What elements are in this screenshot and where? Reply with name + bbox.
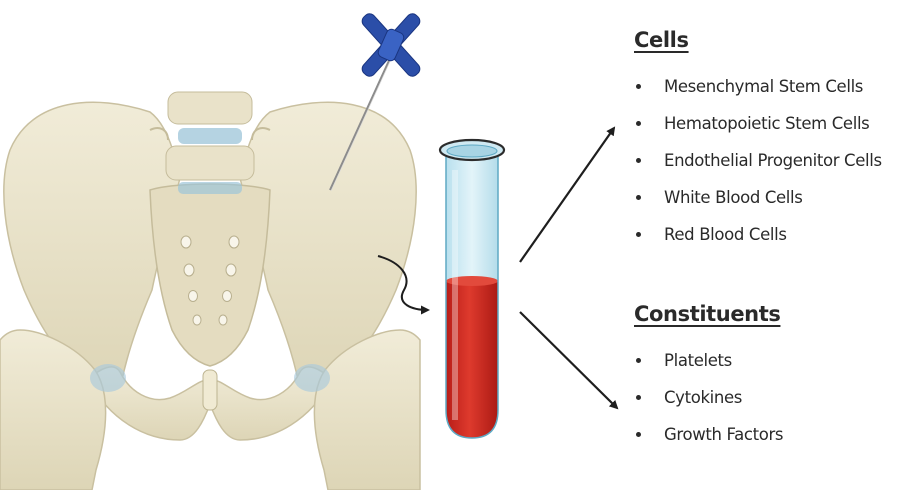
list-item: Red Blood Cells (634, 216, 909, 253)
list-item: White Blood Cells (634, 179, 909, 216)
constituents-list: Platelets Cytokines Growth Factors (634, 342, 909, 453)
list-item: Endothelial Progenitor Cells (634, 142, 909, 179)
test-tube (440, 140, 504, 442)
list-item: Hematopoietic Stem Cells (634, 105, 909, 142)
pelvis-illustration (0, 92, 420, 490)
list-item: Growth Factors (634, 416, 909, 453)
list-item: Cytokines (634, 379, 909, 416)
constituents-heading: Constituents (634, 302, 780, 326)
cells-list: Mesenchymal Stem Cells Hematopoietic Ste… (634, 68, 909, 253)
list-item: Platelets (634, 342, 909, 379)
pubic-symphysis (203, 370, 217, 410)
sacrum (150, 184, 270, 366)
needle-handle (360, 11, 423, 78)
arrow-to-constituents (520, 312, 617, 408)
cells-panel: Cells Mesenchymal Stem Cells Hematopoiet… (634, 28, 909, 253)
cells-heading: Cells (634, 28, 689, 52)
arrow-to-cells (520, 128, 614, 262)
list-item: Mesenchymal Stem Cells (634, 68, 909, 105)
constituents-panel: Constituents Platelets Cytokines Growth … (634, 302, 909, 453)
